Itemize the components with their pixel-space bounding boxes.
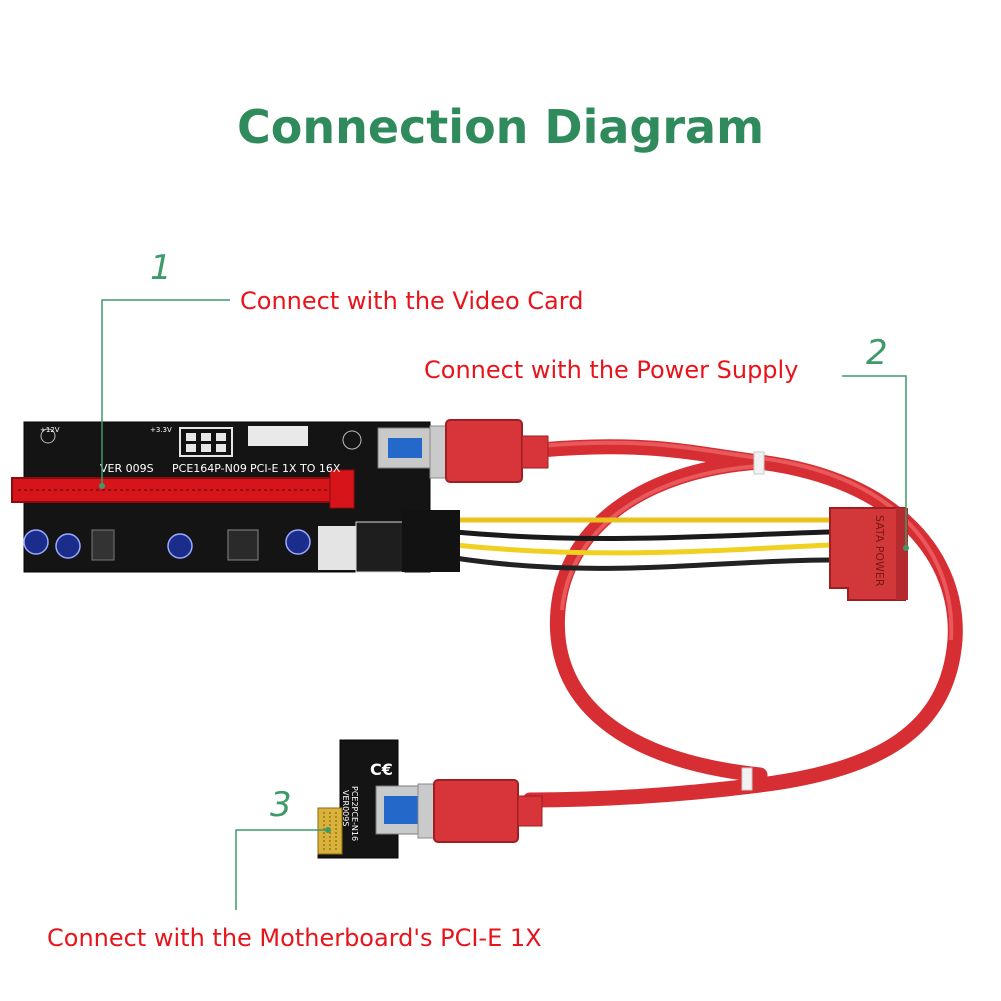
callout-number-3: 3 bbox=[270, 785, 292, 825]
power-wires bbox=[452, 517, 833, 571]
board-33v-text: +3.3V bbox=[150, 426, 172, 434]
usb-cable bbox=[522, 439, 963, 808]
cable-tie bbox=[753, 451, 765, 475]
riser-board: VER 009S PCE164P-N09 PCI-E 1X TO 16X +12… bbox=[11, 421, 460, 573]
callout-label-power-supply: Connect with the Power Supply bbox=[424, 356, 799, 384]
capacitor bbox=[23, 529, 311, 559]
callout-label-motherboard: Connect with the Motherboard's PCI-E 1X bbox=[47, 924, 542, 952]
page-title: Connection Diagram bbox=[236, 100, 765, 154]
board-model-text: PCE164P-N09 bbox=[172, 462, 247, 475]
callout-number-1: 1 bbox=[150, 248, 172, 288]
usb-plug-bottom bbox=[417, 779, 543, 843]
callout-dot-2 bbox=[903, 545, 909, 551]
sata-power-connector: SATA POWER bbox=[829, 507, 908, 601]
small-board-version-text: VER009S bbox=[341, 790, 350, 826]
board-version-text: VER 009S bbox=[100, 462, 154, 475]
usb-plug-top bbox=[429, 419, 549, 483]
small-board-model-text: PCE2PCE-N16 bbox=[350, 786, 359, 841]
callout-dot-1 bbox=[99, 483, 105, 489]
svg-text:C€: C€ bbox=[370, 760, 393, 779]
pcie-1x-adapter: C€ PCE2PCE-N16 VER009S bbox=[317, 739, 435, 859]
callout-dot-3 bbox=[325, 827, 331, 833]
board-12v-text: +12V bbox=[40, 426, 60, 434]
callout-line-3 bbox=[235, 829, 328, 910]
callout-label-video-card: Connect with the Video Card bbox=[240, 287, 584, 315]
callout-line-1 bbox=[101, 299, 230, 486]
board-slot-text: PCI-E 1X TO 16X bbox=[250, 462, 341, 475]
sata-label: SATA POWER bbox=[873, 515, 886, 587]
callout-number-2: 2 bbox=[866, 333, 888, 373]
callout-line-2 bbox=[842, 375, 907, 548]
cable-tie bbox=[741, 767, 753, 791]
